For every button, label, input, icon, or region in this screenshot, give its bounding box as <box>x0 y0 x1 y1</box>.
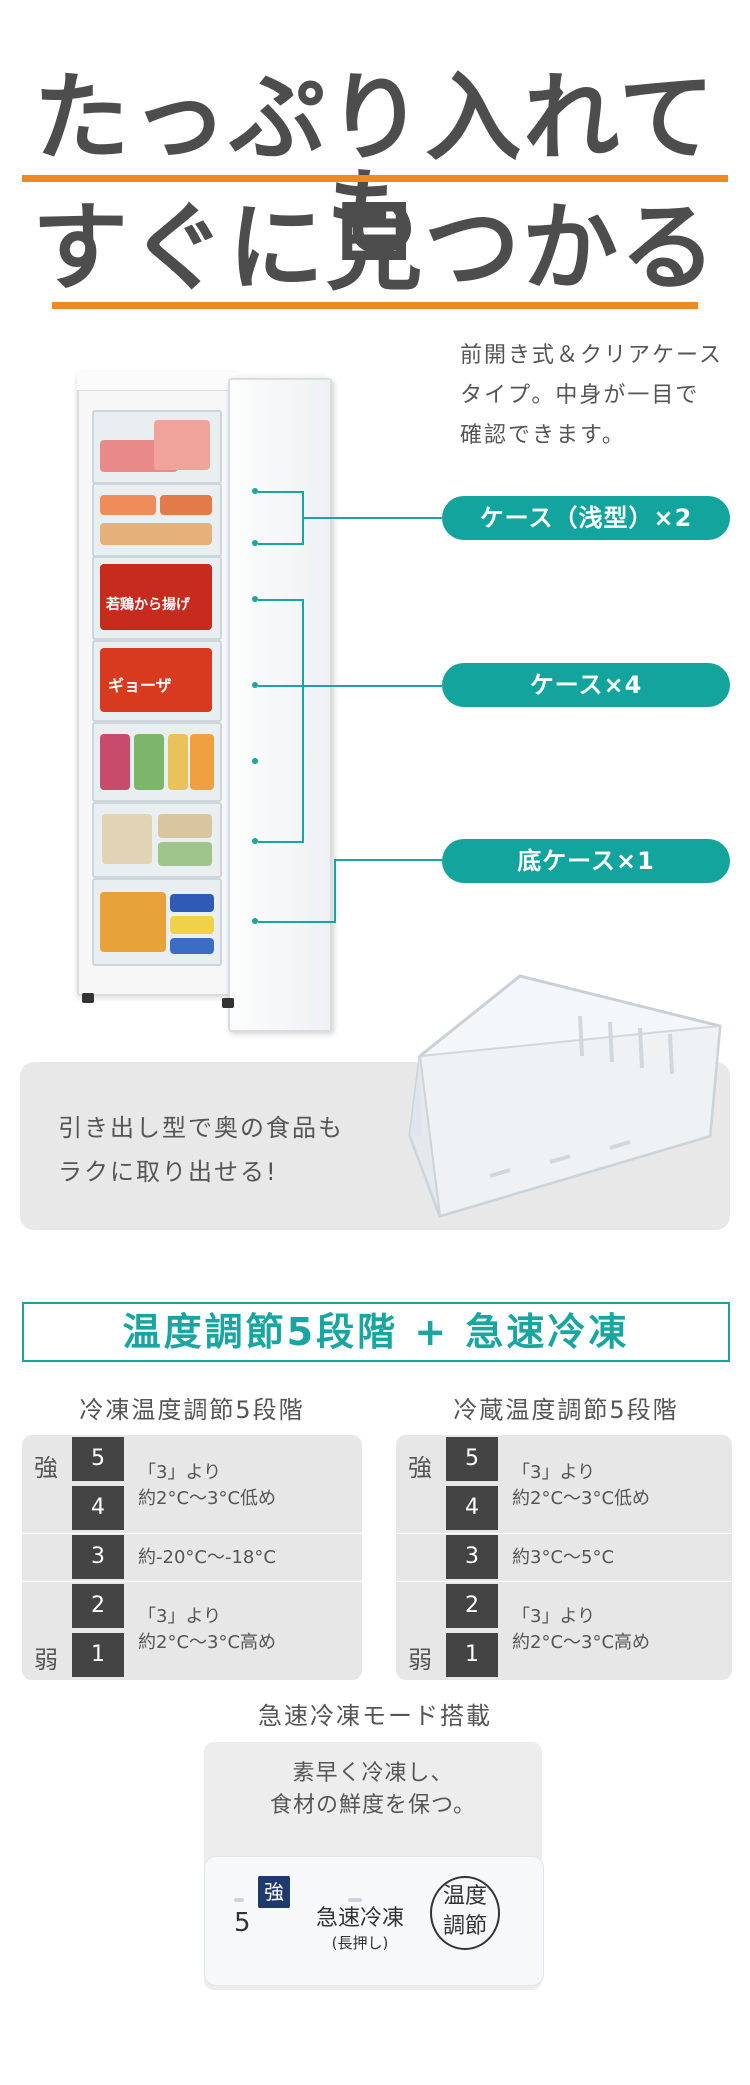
callout-line <box>302 517 442 519</box>
fridge-lower-note-line2: 約2°C〜3°C高め <box>512 1632 651 1653</box>
divider <box>396 1533 732 1534</box>
freezer-level-1: 1 <box>72 1633 124 1677</box>
weak-label: 弱 <box>34 1646 58 1674</box>
description-line3: 確認できます。 <box>460 423 626 448</box>
callout-line <box>258 599 302 601</box>
callout-dot <box>252 540 258 546</box>
case-4 <box>92 802 222 878</box>
fridge-level-1: 1 <box>446 1633 498 1677</box>
quick-freeze-title: 急速冷凍モード搭載 <box>258 1702 492 1730</box>
level-display-value: 5 <box>234 1908 251 1938</box>
quick-freeze-desc-line2: 食材の鮮度を保つ。 <box>269 1793 477 1818</box>
strong-label: 強 <box>34 1454 58 1482</box>
indicator-led <box>348 1898 362 1902</box>
freezer-foot-right <box>222 998 234 1008</box>
callout-dot <box>252 488 258 494</box>
temp-button-line1: 温度 <box>442 1884 487 1909</box>
freezer-temp-panel-title: 冷凍温度調節5段階 <box>79 1396 305 1424</box>
freezer-lower-note-line2: 約2°C〜3°C高め <box>138 1632 277 1653</box>
temperature-section-title: 温度調節5段階 + 急速冷凍 <box>22 1302 730 1362</box>
freezer-foot-left <box>82 993 94 1003</box>
freezer-mid-note: 約-20°C〜-18°C <box>138 1547 276 1568</box>
divider <box>396 1581 732 1582</box>
headline-underline-1 <box>22 175 728 182</box>
fridge-lower-note: 「3」より 約2°C〜3°C高め <box>512 1604 650 1656</box>
freezer-level-3: 3 <box>72 1535 124 1579</box>
case-shallow-2 <box>92 483 222 557</box>
fridge-level-2: 2 <box>446 1584 498 1628</box>
case-2: ギョーザ <box>92 640 222 722</box>
headline-line1: たっぷり入れても <box>33 62 717 270</box>
headline-underline-2 <box>52 302 698 309</box>
drawer-line2: ラクに取り出せる! <box>58 1158 278 1186</box>
callout-line <box>334 859 442 861</box>
fridge-mid-note: 約3°C〜5°C <box>512 1547 615 1568</box>
freezer-level-4: 4 <box>72 1486 124 1530</box>
drawer-line1: 引き出し型で奥の食品も <box>58 1114 344 1142</box>
temperature-adjust-button[interactable]: 温度 調節 <box>430 1876 500 1950</box>
divider <box>22 1581 362 1582</box>
freezer-upper-note: 「3」より 約2°C〜3°C低め <box>138 1460 276 1512</box>
quick-freeze-button[interactable]: 急速冷凍 (長押し) <box>300 1900 420 1953</box>
quick-freeze-button-sub: (長押し) <box>331 1934 389 1952</box>
quick-freeze-button-label: 急速冷凍 <box>315 1906 404 1931</box>
case-1: 若鶏から揚げ <box>92 556 222 640</box>
callout-dot <box>252 758 258 764</box>
callout-line <box>334 859 336 923</box>
fridge-upper-note: 「3」より 約2°C〜3°C低め <box>512 1460 650 1512</box>
callout-line <box>258 685 442 687</box>
callout-dot <box>252 918 258 924</box>
description-line2: タイプ。中身が一目で <box>460 383 700 408</box>
callout-line <box>302 599 304 843</box>
strong-label: 強 <box>408 1454 432 1482</box>
quick-freeze-desc-line1: 素早く冷凍し、 <box>292 1761 454 1786</box>
drawer-description: 引き出し型で奥の食品も ラクに取り出せる! <box>58 1106 418 1194</box>
quick-freeze-description: 素早く冷凍し、 食材の鮮度を保つ。 <box>204 1758 542 1822</box>
fridge-level-5: 5 <box>446 1437 498 1481</box>
callout-line <box>258 841 302 843</box>
fridge-temp-panel-title: 冷蔵温度調節5段階 <box>453 1396 679 1424</box>
strong-badge: 強 <box>258 1876 290 1908</box>
fridge-lower-note-line1: 「3」より <box>512 1606 596 1627</box>
divider <box>22 1533 362 1534</box>
case-3 <box>92 722 222 802</box>
freezer-level-5: 5 <box>72 1437 124 1481</box>
feature-description: 前開き式＆クリアケース タイプ。中身が一目で 確認できます。 <box>460 336 750 456</box>
fridge-level-3: 3 <box>446 1535 498 1579</box>
freezer-door <box>228 378 332 1032</box>
indicator-led <box>234 1898 244 1902</box>
gyoza-package-label: ギョーザ <box>108 676 172 695</box>
callout-dot <box>252 596 258 602</box>
headline-line2: すぐに見つかる <box>32 192 718 304</box>
fridge-upper-note-line1: 「3」より <box>512 1462 596 1483</box>
callout-dot <box>252 682 258 688</box>
callout-line <box>258 491 302 493</box>
callout-line <box>258 543 302 545</box>
weak-label: 弱 <box>408 1646 432 1674</box>
temp-button-line2: 調節 <box>442 1914 487 1939</box>
fridge-level-4: 4 <box>446 1486 498 1530</box>
freezer-upper-note-line1: 「3」より <box>138 1462 222 1483</box>
karaage-package-label: 若鶏から揚げ <box>106 597 190 613</box>
callout-line <box>258 921 336 923</box>
freezer-upper-note-line2: 約2°C〜3°C低め <box>138 1488 277 1509</box>
freezer-lower-note: 「3」より 約2°C〜3°C高め <box>138 1604 276 1656</box>
freezer-lower-note-line1: 「3」より <box>138 1606 222 1627</box>
case-shallow-1 <box>92 410 222 484</box>
callout-case: ケース×4 <box>442 663 730 707</box>
bottom-case <box>92 878 222 966</box>
freezer-level-2: 2 <box>72 1584 124 1628</box>
clear-drawer-case-image <box>408 974 722 1218</box>
callout-dot <box>252 838 258 844</box>
fridge-upper-note-line2: 約2°C〜3°C低め <box>512 1488 651 1509</box>
description-line1: 前開き式＆クリアケース <box>460 343 723 368</box>
callout-bottom-case: 底ケース×1 <box>442 839 730 883</box>
callout-shallow-case: ケース（浅型）×2 <box>442 496 730 540</box>
